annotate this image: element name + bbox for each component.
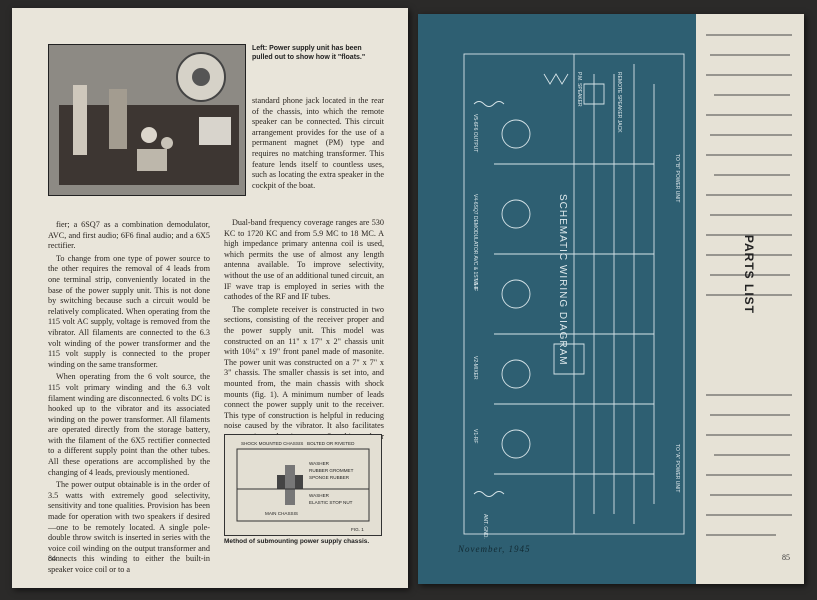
fig-label: WASHER: [309, 461, 330, 466]
parts-list-title: PARTS LIST: [742, 234, 756, 314]
fig-label: ELASTIC STOP NUT: [309, 500, 353, 505]
fig-label: MAIN CHASSIS: [265, 511, 298, 516]
figure-caption: Method of submounting power supply chass…: [224, 538, 370, 545]
left-column: fier; a 6SQ7 as a combination demodulato…: [48, 220, 210, 578]
column-right-top: standard phone jack located in the rear …: [252, 96, 384, 190]
paragraph: When operating from the 6 volt source, t…: [48, 372, 210, 477]
left-page: Left: Power supply unit has been pulled …: [12, 8, 408, 588]
figure-1: SHOCK MOUNTED CHASSIS BOLTED OR RIVETED …: [224, 434, 382, 536]
paragraph: The power output obtainable is in the or…: [48, 480, 210, 574]
fig-label: BOLTED OR RIVETED: [307, 441, 355, 446]
paragraph: fier; a 6SQ7 as a combination demodulato…: [48, 220, 210, 251]
schematic-diagram: V5-6F6 OUTPUT V4-6SQ7 DEMODULATOR AVC & …: [463, 53, 685, 539]
tube-label: V4-6SQ7 DEMODULATOR AVC & 1ST A.F.: [472, 194, 478, 290]
page-number: 84: [48, 554, 56, 563]
paragraph: The complete receiver is constructed in …: [224, 304, 384, 452]
parts-list: PARTS LIST: [696, 14, 804, 584]
misc-label: TO "B" POWER UNIT: [674, 154, 680, 202]
tube-label: V3-IF: [472, 279, 478, 291]
fig-label: WASHER: [309, 493, 330, 498]
right-page: V5-6F6 OUTPUT V4-6SQ7 DEMODULATOR AVC & …: [418, 14, 804, 584]
tube-label: V5-6F6 OUTPUT: [472, 114, 478, 152]
misc-label: P.M. SPEAKER: [576, 72, 582, 107]
misc-label: TO "A" POWER UNIT: [674, 444, 680, 492]
photo-caption: Left: Power supply unit has been pulled …: [252, 45, 366, 61]
fig-label: RUBBER GROMMET: [309, 468, 354, 473]
paragraph: Dual-band frequency coverage ranges are …: [224, 218, 384, 302]
misc-label: ANT. GND.: [482, 514, 488, 539]
fig-label: SHOCK MOUNTED CHASSIS: [241, 441, 303, 446]
fig-label: FIG. 1: [351, 527, 364, 532]
tube-label: V1-RF: [472, 429, 478, 443]
paragraph: To change from one type of power source …: [48, 253, 210, 369]
page-number: 85: [782, 553, 790, 562]
power-supply-photo: [48, 44, 246, 196]
schematic-title: SCHEMATIC WIRING DIAGRAM: [557, 194, 568, 366]
fig-label: SPONGE RUBBER: [309, 475, 350, 480]
tube-label: V2-MIXER: [472, 356, 478, 380]
right-column: Dual-band frequency coverage ranges are …: [224, 218, 384, 455]
issue-month: November, 1945: [458, 544, 531, 554]
misc-label: REMOTE SPEAKER JACK: [616, 72, 622, 133]
